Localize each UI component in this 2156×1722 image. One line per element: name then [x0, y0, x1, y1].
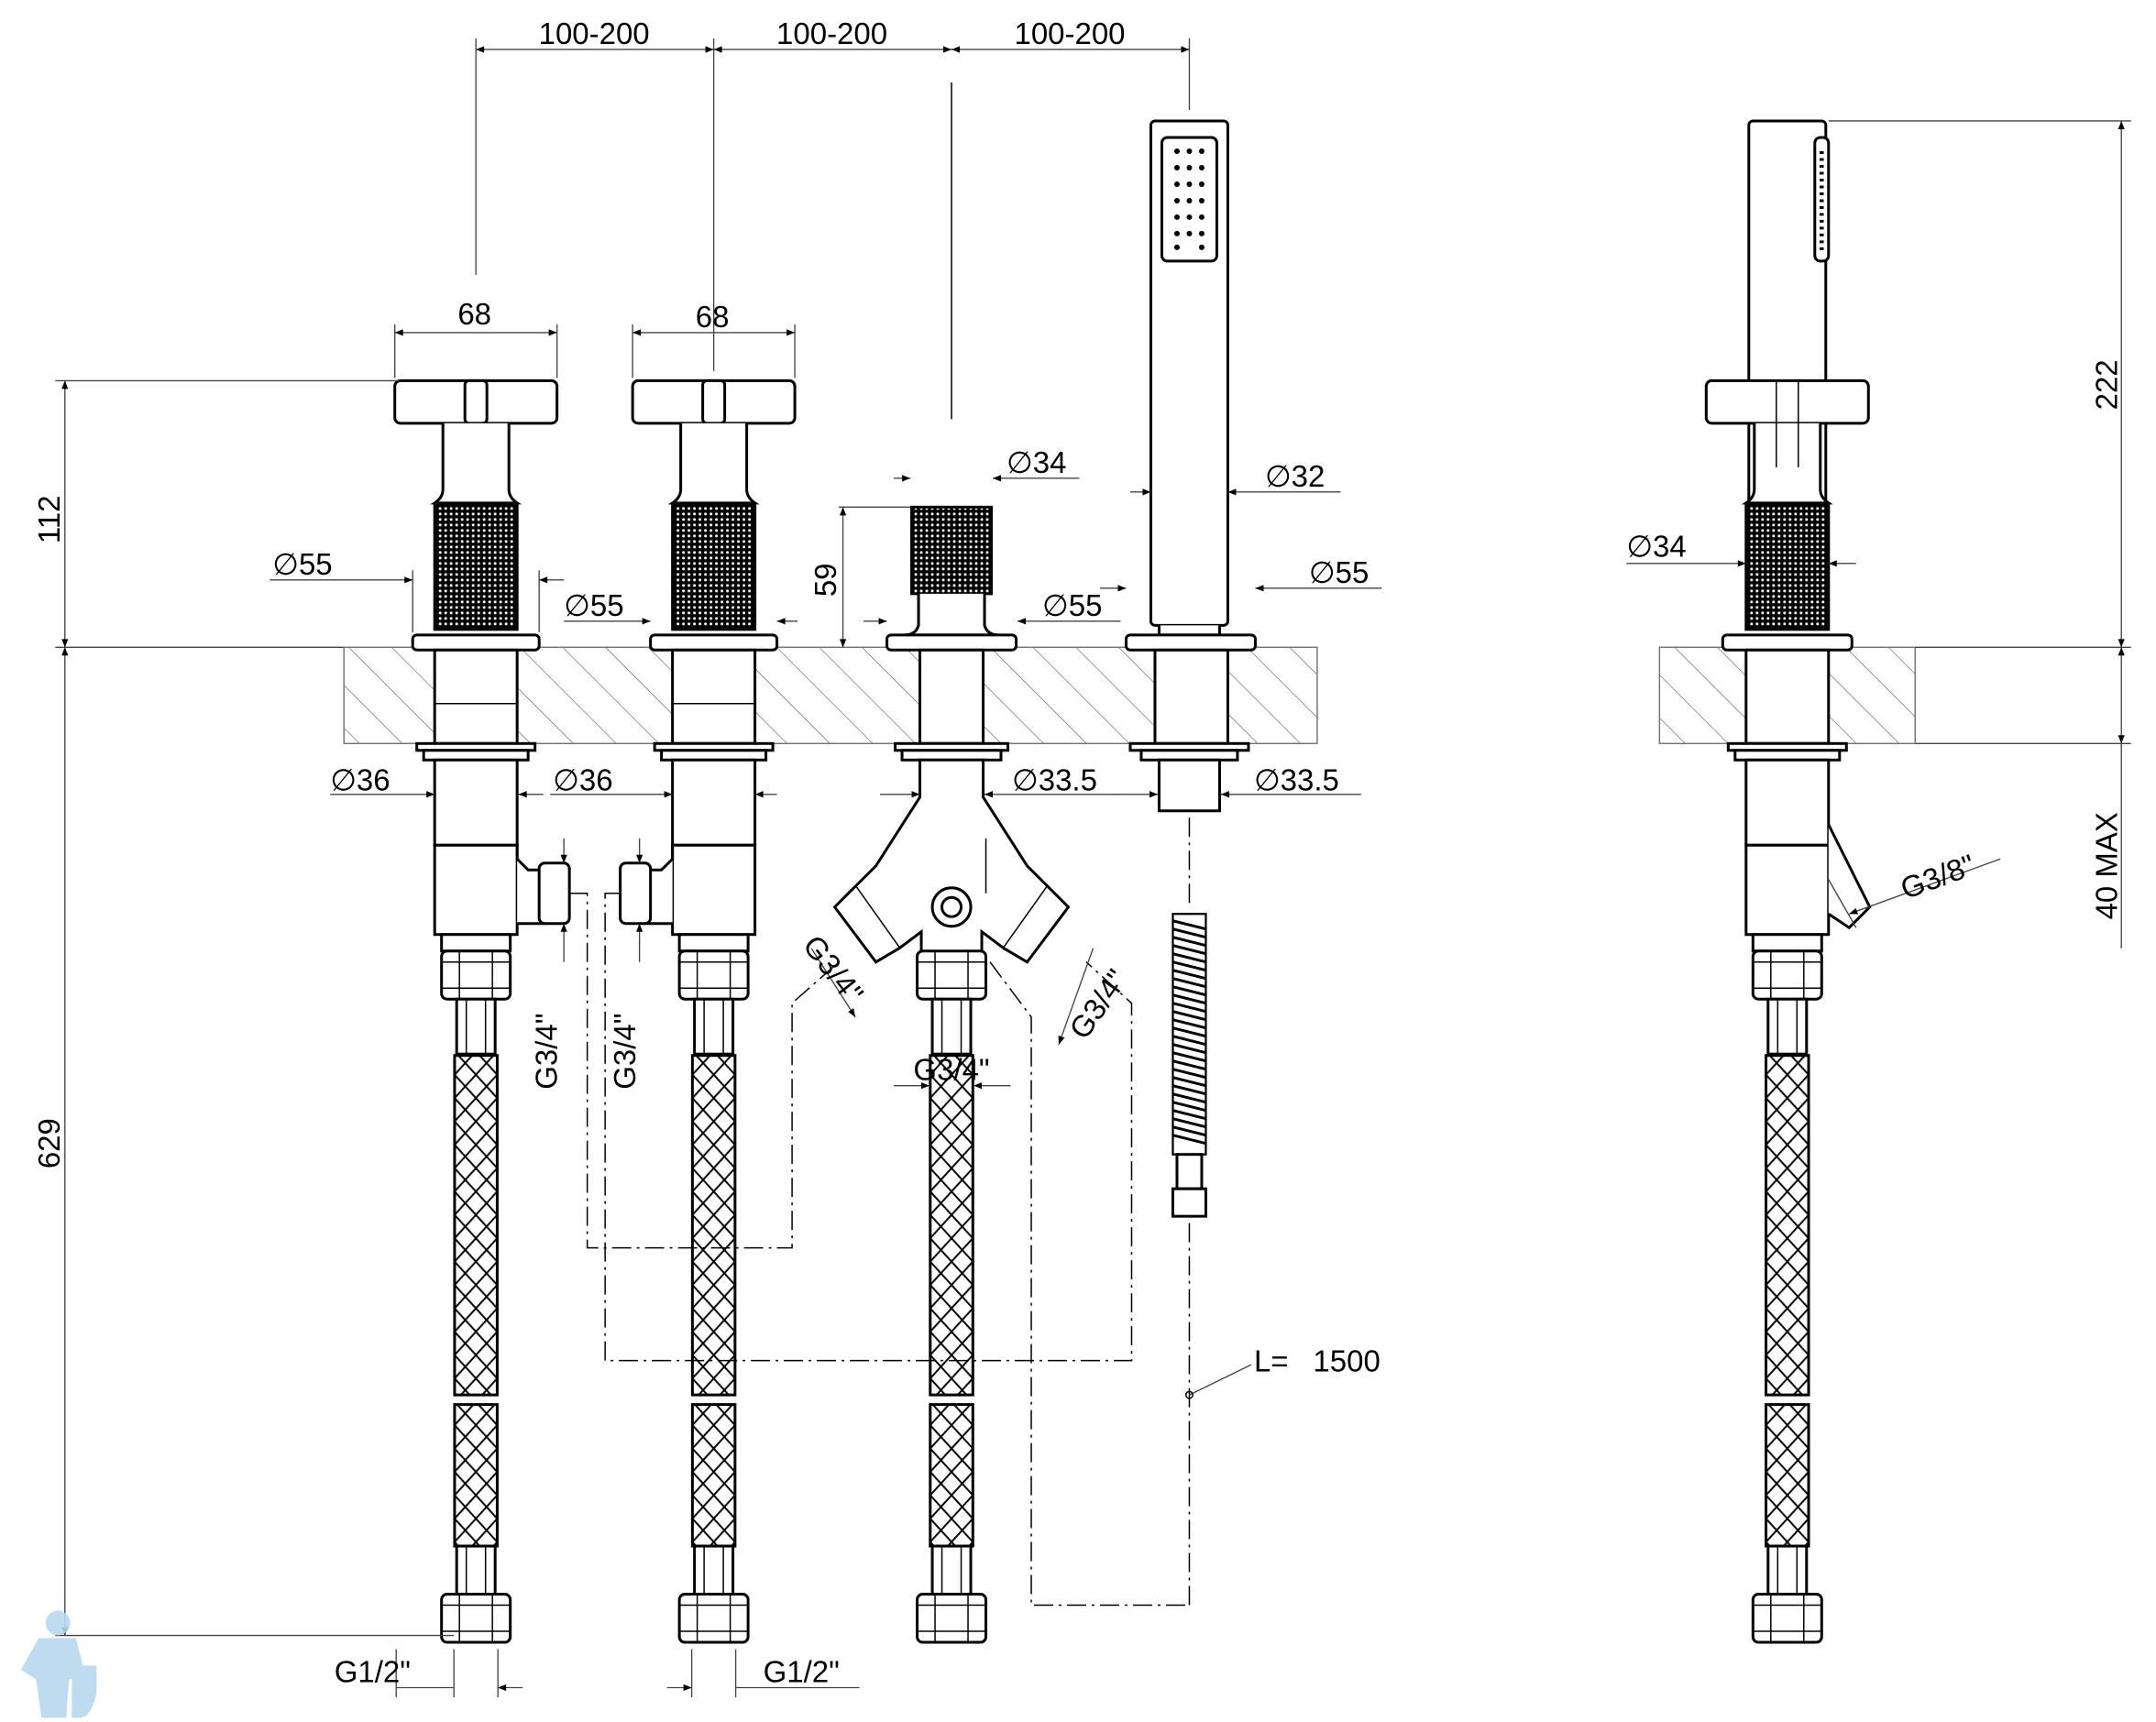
- label-diverter-out: G3/4": [913, 1053, 989, 1087]
- label-inlet-2: G1/2": [764, 1655, 840, 1689]
- plumber-watermark-icon: [20, 1610, 97, 1718]
- dim-side-height: 222: [2090, 359, 2124, 410]
- dim-spacing-2: 100-200: [776, 16, 887, 50]
- connection-line: [989, 961, 1190, 1607]
- label-inlet-1: G1/2": [335, 1655, 411, 1689]
- dim-diverter-dia: ∅34: [1006, 445, 1066, 479]
- cold-valve: [619, 378, 797, 1642]
- label-side-outlet: G3/8": [1896, 848, 1979, 905]
- side-view: [1704, 119, 1872, 1642]
- dim-handshower-dia: ∅32: [1265, 459, 1325, 493]
- dimension-lines: [55, 38, 2131, 1698]
- dim-spacing-3: 100-200: [1014, 16, 1125, 50]
- hot-valve: [393, 378, 571, 1642]
- label-hose-length-prefix: L=: [1254, 1344, 1289, 1378]
- dim-height-629: 629: [32, 1118, 66, 1168]
- spray-nozzles: [1173, 148, 1204, 250]
- connection-line: [570, 892, 840, 1249]
- label-hose-length: 1500: [1313, 1344, 1380, 1378]
- label-outlet-2: G3/4": [608, 1014, 642, 1090]
- dim-height-112: 112: [32, 496, 66, 544]
- dim-shank-dia-4: ∅33.5: [1254, 762, 1339, 796]
- dim-diverter-height: 59: [808, 563, 842, 597]
- dim-shank-dia-3: ∅33.5: [1012, 762, 1097, 796]
- dim-shank-dia-1: ∅36: [330, 762, 390, 796]
- dim-flange-dia-3: ∅55: [1042, 588, 1102, 622]
- dim-spacing-1: 100-200: [539, 16, 650, 50]
- label-outlet-1: G3/4": [530, 1014, 564, 1090]
- hand-shower: [1124, 119, 1257, 1606]
- dim-deck-max: 40 MAX: [2090, 812, 2124, 919]
- dim-flange-dia-2: ∅55: [564, 588, 623, 622]
- dim-flange-dia-1: ∅55: [272, 547, 332, 581]
- dim-flange-dia-4: ∅55: [1309, 555, 1369, 589]
- dim-handle-width-1: 68: [457, 297, 491, 331]
- diverter: [832, 505, 1071, 1642]
- dim-shank-dia-2: ∅36: [553, 762, 612, 796]
- connection-line: [604, 892, 1133, 1362]
- dim-side-dia: ∅34: [1626, 529, 1686, 563]
- dim-handle-width-2: 68: [696, 300, 730, 334]
